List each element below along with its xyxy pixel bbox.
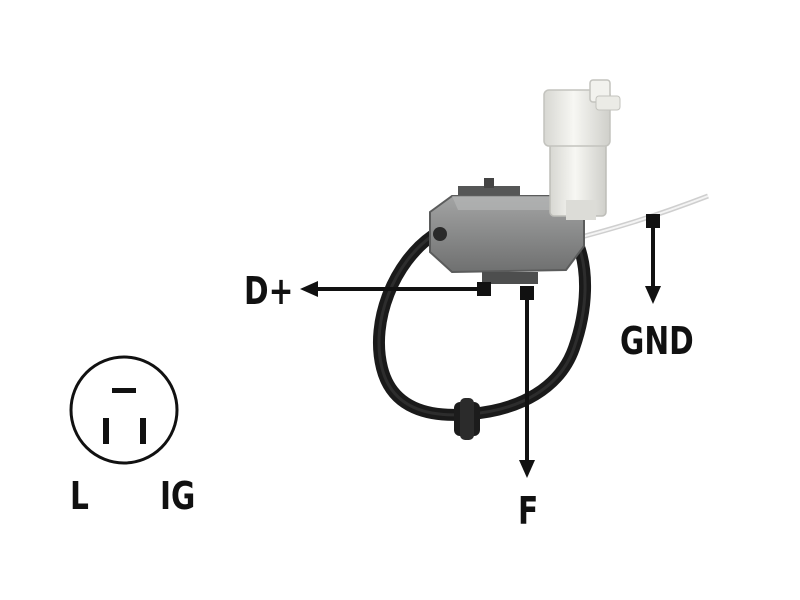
ig-label: IG bbox=[160, 474, 196, 518]
cable-grommet bbox=[454, 398, 480, 440]
gnd-arrow bbox=[645, 214, 661, 304]
l-label: L bbox=[70, 474, 89, 518]
f-arrow bbox=[519, 286, 535, 478]
d-plus-arrow bbox=[300, 281, 491, 297]
regulator-module-icon bbox=[429, 178, 585, 284]
terminal-socket-icon bbox=[69, 355, 179, 465]
d-plus-label: D+ bbox=[244, 269, 294, 313]
gnd-label: GND bbox=[620, 319, 694, 363]
connector-plug-icon bbox=[543, 79, 621, 220]
f-label: F bbox=[518, 489, 539, 533]
